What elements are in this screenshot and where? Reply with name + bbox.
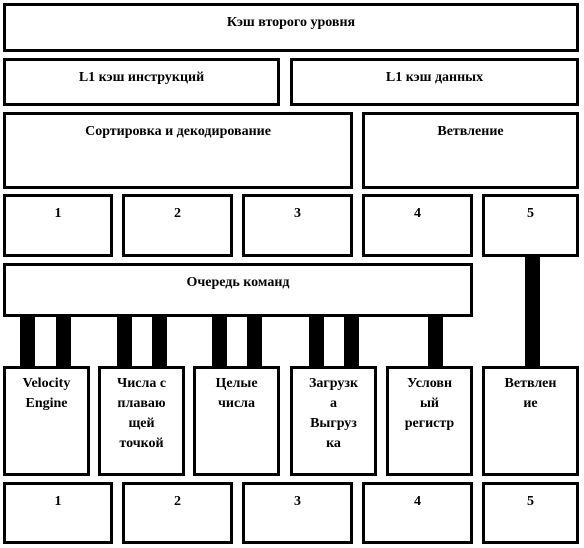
connector-bar-loadstore-1	[309, 317, 324, 367]
unit-load-store-label: Загрузк а Выгруз ка	[308, 376, 359, 451]
dispatch-slot-label: 4	[414, 206, 421, 221]
completion-slot-2: 2	[122, 482, 233, 544]
completion-slot-label: 2	[174, 494, 181, 509]
unit-condition-register: Условн ый регистр	[386, 366, 473, 476]
dispatch-slot-label: 5	[527, 206, 534, 221]
completion-slot-label: 3	[294, 494, 301, 509]
sort-decode-box: Сортировка и декодирование	[3, 112, 353, 189]
l2-cache-label: Кэш второго уровня	[226, 15, 356, 30]
connector-bar-float-2	[152, 317, 167, 367]
dispatch-slot-label: 2	[174, 206, 181, 221]
sort-decode-label: Сортировка и декодирование	[85, 124, 271, 139]
dispatch-slot-2: 2	[122, 194, 233, 257]
dispatch-slot-3: 3	[242, 194, 353, 257]
l1-data-cache-box: L1 кэш данных	[290, 58, 579, 106]
completion-slot-5: 5	[482, 482, 579, 544]
connector-bar-condition	[428, 317, 443, 367]
l2-cache-box: Кэш второго уровня	[3, 3, 579, 52]
l1-instruction-cache-box: L1 кэш инструкций	[3, 58, 280, 106]
connector-bar-integer-2	[247, 317, 262, 367]
instruction-queue-box: Очередь команд	[3, 263, 473, 317]
connector-bar-loadstore-2	[344, 317, 359, 367]
unit-condition-register-label: Условн ый регистр	[404, 376, 455, 431]
unit-floating-point: Числа с плаваю щей точкой	[98, 366, 185, 476]
dispatch-slot-label: 1	[54, 206, 62, 221]
completion-slot-label: 1	[54, 494, 62, 509]
dispatch-slot-4: 4	[362, 194, 473, 257]
unit-velocity-engine: Velocity Engine	[3, 366, 90, 476]
completion-slot-3: 3	[242, 482, 353, 544]
dispatch-slot-1: 1	[3, 194, 113, 257]
dispatch-slot-label: 3	[294, 206, 301, 221]
unit-velocity-engine-label: Velocity Engine	[22, 376, 71, 411]
branch-top-box: Ветвление	[362, 112, 579, 189]
connector-bar-velocity-1	[20, 317, 35, 367]
unit-integer: Целые числа	[193, 366, 280, 476]
connector-bar-branch	[525, 257, 540, 367]
connector-bar-float-1	[117, 317, 132, 367]
completion-slot-4: 4	[362, 482, 473, 544]
unit-floating-point-label: Числа с плаваю щей точкой	[116, 376, 167, 451]
branch-top-label: Ветвление	[437, 124, 504, 139]
unit-integer-label: Целые числа	[215, 376, 258, 411]
unit-load-store: Загрузк а Выгруз ка	[290, 366, 377, 476]
l1-data-cache-label: L1 кэш данных	[385, 70, 484, 85]
connector-bar-integer-1	[212, 317, 227, 367]
instruction-queue-label: Очередь команд	[186, 275, 290, 290]
connector-bar-velocity-2	[56, 317, 71, 367]
unit-branch-label: Ветвлен ие	[504, 376, 557, 411]
dispatch-slot-5: 5	[482, 194, 579, 257]
l1-instruction-cache-label: L1 кэш инструкций	[78, 70, 205, 85]
unit-branch: Ветвлен ие	[482, 366, 579, 476]
completion-slot-label: 4	[414, 494, 421, 509]
completion-slot-1: 1	[3, 482, 113, 544]
completion-slot-label: 5	[527, 494, 534, 509]
